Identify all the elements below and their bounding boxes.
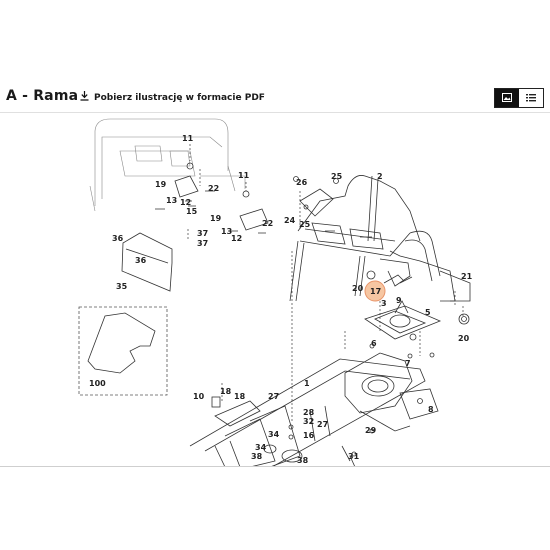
list-view-button[interactable] — [519, 89, 543, 107]
callout-label[interactable]: 35 — [116, 282, 128, 291]
callout-label[interactable]: 6 — [371, 339, 377, 348]
callout-label[interactable]: 34 — [268, 430, 280, 439]
callout-label[interactable]: 22 — [262, 219, 273, 228]
callout-label[interactable]: 13 — [221, 227, 232, 236]
diagram-svg: 11 19 13 12 22 15 11 19 13 12 22 36 36 3… — [78, 118, 473, 467]
callout-label[interactable]: 38 — [251, 452, 263, 461]
callout-label[interactable]: 24 — [284, 216, 296, 225]
callout-label[interactable]: 36 — [135, 256, 147, 265]
callout-label[interactable]: 20 — [352, 284, 364, 293]
list-icon — [526, 89, 536, 107]
diagram-bottom-border — [0, 466, 550, 467]
download-pdf-label: Pobierz ilustrację w formacie PDF — [94, 92, 265, 103]
callout-label[interactable]: 10 — [193, 392, 205, 401]
page-header: A - Rama Pobierz ilustrację w formacie P… — [0, 84, 550, 110]
callout-label[interactable]: 9 — [396, 296, 402, 305]
exploded-parts-diagram[interactable]: 11 19 13 12 22 15 11 19 13 12 22 36 36 3… — [0, 112, 550, 467]
callout-label[interactable]: 38 — [297, 456, 309, 465]
callout-label[interactable]: 15 — [186, 207, 198, 216]
callout-label[interactable]: 13 — [166, 196, 177, 205]
callout-label[interactable]: 22 — [208, 184, 219, 193]
callout-label[interactable]: 28 — [303, 408, 315, 417]
callout-label[interactable]: 27 — [317, 420, 328, 429]
view-toggle — [494, 88, 544, 108]
callout-label[interactable]: 3 — [381, 299, 387, 308]
callout-label[interactable]: 1 — [304, 379, 310, 388]
image-view-button[interactable] — [495, 89, 519, 107]
download-icon — [80, 91, 89, 104]
download-pdf-link[interactable]: Pobierz ilustrację w formacie PDF — [80, 91, 265, 104]
callout-label[interactable]: 20 — [458, 334, 470, 343]
callout-label[interactable]: 2 — [377, 172, 383, 181]
callout-label[interactable]: 25 — [331, 172, 343, 181]
callout-label[interactable]: 18 — [234, 392, 246, 401]
callout-label[interactable]: 19 — [155, 180, 167, 189]
callout-label[interactable]: 34 — [255, 443, 267, 452]
page-title: A - Rama — [6, 88, 79, 104]
callout-label[interactable]: 32 — [303, 417, 314, 426]
image-icon — [502, 89, 512, 107]
callout-label[interactable]: 31 — [348, 452, 360, 461]
callout-label[interactable]: 37 — [197, 229, 208, 238]
highlight-marker-17[interactable] — [364, 280, 386, 302]
callout-label[interactable]: 12 — [180, 198, 191, 207]
callout-label[interactable]: 17 — [370, 287, 381, 296]
callout-label[interactable]: 27 — [268, 392, 279, 401]
callout-label[interactable]: 36 — [112, 234, 124, 243]
callout-label[interactable]: 26 — [296, 178, 308, 187]
diagram-lines — [78, 118, 471, 467]
callout-labels: 11 19 13 12 22 15 11 19 13 12 22 36 36 3… — [89, 134, 473, 465]
callout-label[interactable]: 11 — [238, 171, 250, 180]
callout-label[interactable]: 29 — [365, 426, 377, 435]
callout-label[interactable]: 21 — [461, 272, 473, 281]
callout-label[interactable]: 18 — [220, 387, 232, 396]
callout-label[interactable]: 7 — [405, 359, 411, 368]
callout-label[interactable]: 12 — [231, 234, 242, 243]
callout-label[interactable]: 8 — [428, 405, 434, 414]
callout-label[interactable]: 25 — [299, 220, 311, 229]
callout-label[interactable]: 5 — [425, 308, 431, 317]
callout-label[interactable]: 37 — [197, 239, 208, 248]
callout-label[interactable]: 100 — [89, 379, 106, 388]
callout-label[interactable]: 19 — [210, 214, 222, 223]
callout-label[interactable]: 11 — [182, 134, 194, 143]
callout-label[interactable]: 16 — [303, 431, 315, 440]
